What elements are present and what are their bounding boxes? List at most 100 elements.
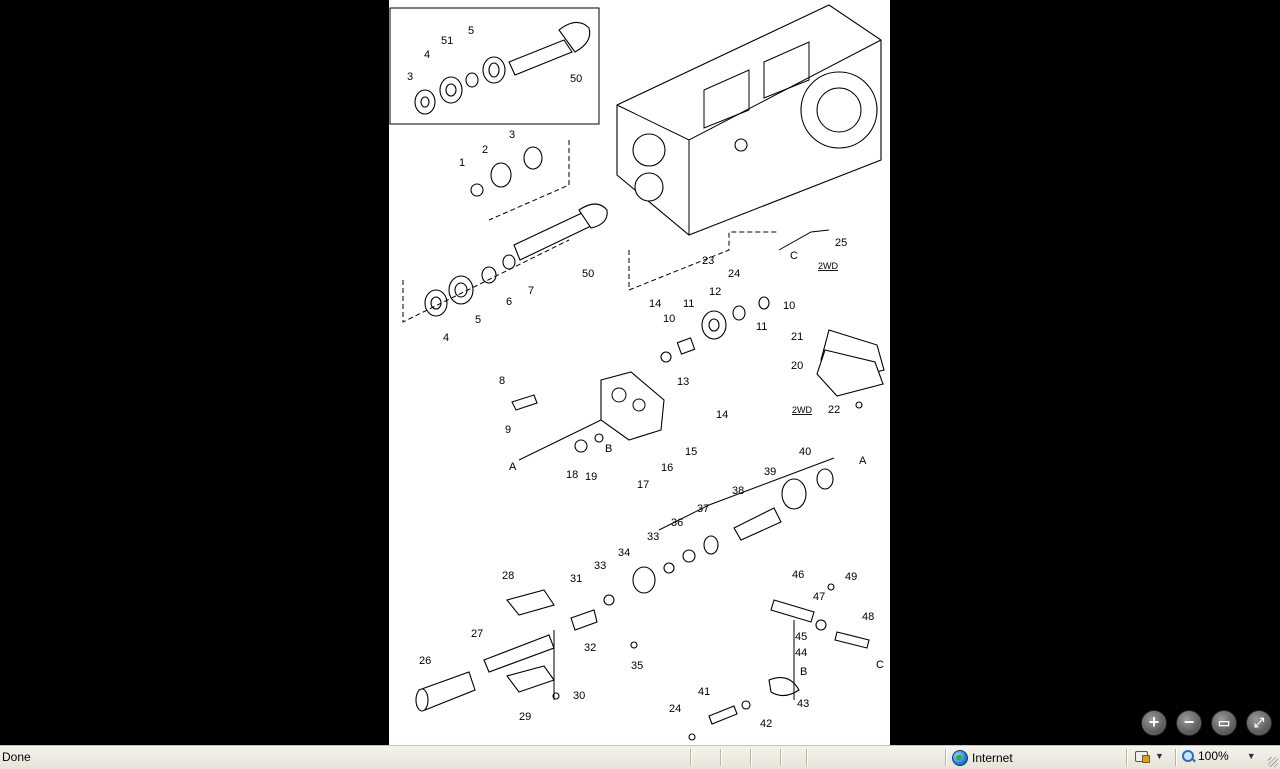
chevron-down-icon: ▼ (1246, 751, 1256, 761)
label: 35 (631, 660, 643, 672)
label: 48 (862, 611, 874, 623)
shift-block (511, 371, 665, 453)
main-shaft (424, 146, 608, 317)
label: 2 (482, 144, 488, 156)
label: 34 (618, 547, 630, 559)
label: 41 (698, 686, 710, 698)
shift-fork-group (415, 589, 638, 712)
label: 46 (792, 569, 804, 581)
status-divider (945, 749, 946, 766)
status-divider (806, 749, 807, 766)
protected-mode-icon (1133, 749, 1150, 763)
label: 45 (795, 631, 807, 643)
cover-plates (816, 329, 885, 409)
security-zone[interactable]: Internet (952, 748, 1013, 767)
status-bar: Done Internet ▼ 100% ▼ (0, 745, 1280, 769)
label: 3 (407, 71, 413, 83)
label: 24 (669, 703, 681, 715)
status-divider (690, 749, 691, 766)
save-button[interactable]: ▭ (1211, 710, 1237, 736)
callout-2wd-top: 2WD (818, 261, 839, 271)
label: 14 (716, 409, 728, 421)
zoom-level-label: 100% (1198, 749, 1229, 763)
lower-shaft (603, 468, 834, 606)
label: 39 (764, 466, 776, 478)
exploded-parts-diagram: 3 4 51 5 50 1 2 3 50 7 6 5 4 25 C 2WD 23… (389, 0, 890, 745)
label: 36 (671, 517, 683, 529)
magnifier-icon (1182, 750, 1194, 762)
fit-icon: ⤢ (1253, 715, 1265, 730)
label: 43 (797, 698, 809, 710)
label: 51 (441, 35, 453, 47)
status-divider (720, 749, 721, 766)
label: 10 (783, 300, 795, 312)
transmission-housing (616, 4, 882, 236)
label: 28 (502, 570, 514, 582)
label: 47 (813, 591, 825, 603)
label: 23 (702, 255, 714, 267)
chevron-down-icon: ▼ (1155, 751, 1164, 761)
label: 33 (647, 531, 659, 543)
inset-shaft (414, 21, 591, 115)
label: 32 (584, 642, 596, 654)
label: 21 (791, 331, 803, 343)
label: 30 (573, 690, 585, 702)
resize-grip[interactable] (1268, 757, 1278, 767)
label: 22 (828, 404, 840, 416)
inset-frame (389, 7, 600, 125)
label: B (800, 666, 807, 678)
status-divider (1175, 749, 1176, 766)
zoom-level-button[interactable]: 100% ▼ (1182, 749, 1256, 763)
label: 11 (683, 298, 694, 310)
label: 31 (570, 573, 582, 585)
label: 7 (528, 285, 534, 297)
label: C (876, 659, 884, 671)
label: 3 (509, 129, 515, 141)
label: A (509, 461, 517, 473)
label: 17 (637, 479, 649, 491)
selector-linkage (688, 583, 870, 741)
document-viewer: 3 4 51 5 50 1 2 3 50 7 6 5 4 25 C 2WD 23… (389, 0, 1272, 745)
label: 8 (499, 375, 505, 387)
label: 18 (566, 469, 578, 481)
label: 12 (709, 286, 721, 298)
label: B (605, 443, 612, 455)
label: 49 (845, 571, 857, 583)
label: 29 (519, 711, 531, 723)
status-divider (750, 749, 751, 766)
label: 14 (649, 298, 661, 310)
zone-label: Internet (972, 750, 1013, 765)
label: 38 (732, 485, 744, 497)
zoom-out-button[interactable]: − (1176, 710, 1202, 736)
label: 20 (791, 360, 803, 372)
callout-2wd-cover: 2WD (792, 405, 813, 415)
label: 1 (459, 157, 465, 169)
label: 25 (835, 237, 847, 249)
fit-page-button[interactable]: ⤢ (1246, 710, 1272, 736)
protected-mode-button[interactable]: ▼ (1133, 749, 1164, 763)
label: 27 (471, 628, 483, 640)
status-divider (780, 749, 781, 766)
label: 44 (795, 647, 807, 659)
label: 11 (756, 321, 767, 333)
label: 40 (799, 446, 811, 458)
label: C (790, 250, 798, 262)
label: 24 (728, 268, 740, 280)
label: 4 (443, 332, 449, 344)
diagram-canvas: 3 4 51 5 50 1 2 3 50 7 6 5 4 25 C 2WD 23… (389, 4, 885, 741)
label: 37 (697, 503, 709, 515)
label: 5 (468, 25, 474, 37)
status-text: Done (2, 750, 31, 764)
zoom-in-button[interactable]: + (1141, 710, 1167, 736)
label: 5 (475, 314, 481, 326)
label: 15 (685, 446, 697, 458)
minus-icon: − (1183, 712, 1195, 732)
globe-icon (952, 749, 968, 766)
save-icon: ▭ (1217, 715, 1231, 730)
label: 16 (661, 462, 673, 474)
label: A (859, 455, 867, 467)
label: 13 (677, 376, 689, 388)
part-number-labels: 3 4 51 5 50 1 2 3 50 7 6 5 4 25 C 2WD 23… (407, 25, 884, 730)
label: 4 (424, 49, 430, 61)
label: 10 (663, 313, 675, 325)
